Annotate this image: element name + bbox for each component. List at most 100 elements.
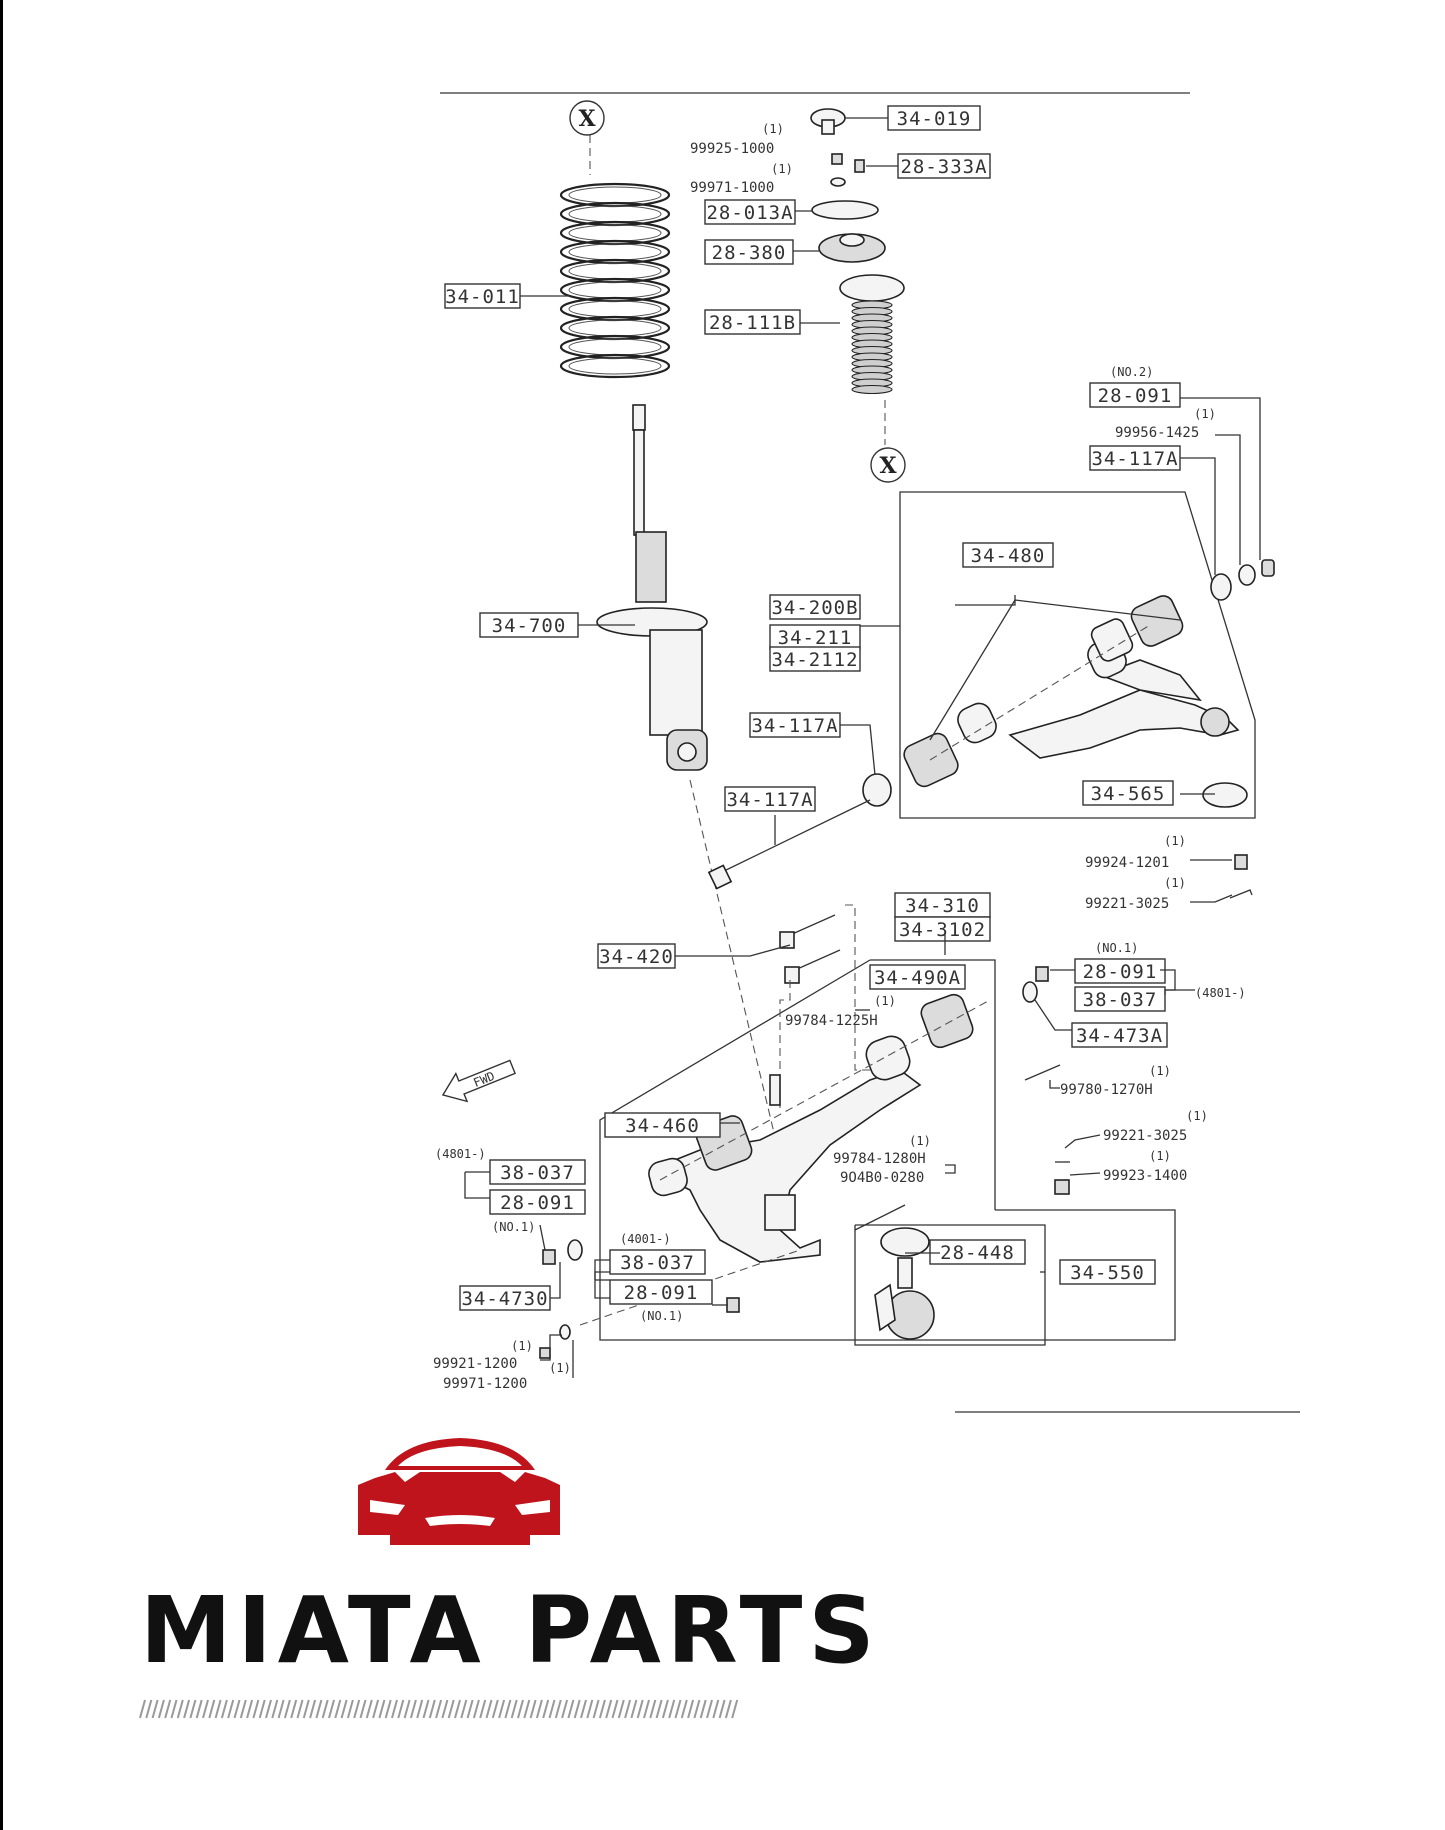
label-text: 28-091	[624, 1282, 699, 1304]
note-qty: (1)	[1149, 1064, 1171, 1078]
label-box	[887, 105, 981, 131]
hatch-stroke	[409, 1699, 417, 1719]
upper-arm-front-eye	[957, 702, 997, 744]
car-logo-icon	[358, 1438, 560, 1545]
hatch-stroke	[510, 1699, 518, 1719]
shock-threaded-stud	[632, 404, 646, 431]
label-text: 28-448	[940, 1242, 1015, 1264]
hatch-stroke	[391, 1699, 398, 1719]
lower-ball-joint	[874, 1227, 935, 1340]
label-box	[489, 1189, 586, 1215]
nut-28-091-center	[726, 1297, 740, 1313]
brand-underline-hatch	[139, 1699, 739, 1719]
label-box	[479, 612, 579, 638]
hatch-stroke	[441, 1699, 449, 1719]
hatch-stroke	[384, 1699, 392, 1719]
nut-99924	[1234, 854, 1248, 870]
hatch-stroke	[302, 1699, 310, 1719]
label-34-011: 34-011	[444, 283, 521, 309]
label-box	[1071, 1022, 1168, 1048]
label-34-117A_bolt: 34-117A	[724, 786, 816, 812]
label-box	[749, 712, 841, 738]
hatch-stroke	[170, 1699, 178, 1719]
note-qty: (1)	[549, 1361, 571, 1375]
hatch-stroke	[567, 1699, 575, 1719]
cotter-pin-99221-top	[1229, 889, 1253, 899]
note-99924-1201: 99924-1201	[1085, 855, 1169, 871]
note-qty: (1)	[1149, 1149, 1171, 1163]
hatch-stroke	[454, 1699, 461, 1719]
label-28-091_left: 28-091	[489, 1189, 586, 1215]
label-box	[1074, 958, 1166, 984]
hatch-stroke	[535, 1699, 543, 1719]
hatch-stroke	[611, 1699, 619, 1719]
washer-34-473A	[1022, 981, 1038, 1003]
hatch-stroke	[359, 1699, 367, 1719]
spring-coil-inner	[568, 186, 662, 204]
hatch-stroke	[220, 1699, 228, 1719]
label-34-019: 34-019	[887, 105, 981, 131]
hatch-stroke	[139, 1699, 146, 1719]
hatch-stroke	[378, 1699, 386, 1719]
label-34-420: 34-420	[597, 943, 676, 969]
label-28-091_no2: 28-091	[1089, 382, 1181, 408]
label-box	[704, 239, 794, 265]
part-notes: (1)99925-1000(1)99971-1000(NO.2)(1)99956…	[433, 122, 1246, 1392]
hatch-stroke	[687, 1699, 695, 1719]
bump-stop-top	[839, 274, 905, 302]
hatch-stroke	[529, 1699, 537, 1719]
label-box	[459, 1285, 551, 1311]
label-text: 28-380	[712, 242, 787, 264]
label-34-117A_mid: 34-117A	[749, 712, 841, 738]
hatch-stroke	[712, 1699, 720, 1719]
car-logo-windshield	[398, 1446, 522, 1466]
label-text: 34-460	[625, 1115, 700, 1137]
hatch-stroke	[724, 1699, 732, 1719]
hatch-stroke	[422, 1699, 430, 1719]
lower-arm-rear-eye	[865, 1035, 911, 1081]
label-text: 34-480	[971, 545, 1046, 567]
label-34-310: 34-310	[894, 892, 991, 918]
label-box	[769, 624, 861, 650]
hatch-stroke	[668, 1699, 676, 1719]
label-text: 34-490A	[874, 967, 961, 989]
label-34-700: 34-700	[479, 612, 579, 638]
hatch-stroke	[472, 1699, 480, 1719]
hatch-stroke	[195, 1699, 203, 1719]
shock-dust-boot	[635, 531, 667, 603]
bolt-99784-1225H	[769, 1074, 781, 1106]
nut-99921-1200	[539, 1347, 551, 1359]
spring-coil-inner	[568, 243, 662, 261]
note-99971-1000: 99971-1000	[690, 180, 774, 196]
hatch-stroke	[561, 1699, 569, 1719]
washer-34-117A-top	[1210, 573, 1232, 601]
hatch-stroke	[202, 1699, 209, 1719]
note-99923-1400: 99923-1400	[1103, 1168, 1187, 1184]
note-no1: (NO.1)	[492, 1220, 535, 1234]
hatch-stroke	[252, 1699, 260, 1719]
note-qty: (1)	[762, 122, 784, 136]
note-no1: (NO.1)	[1095, 941, 1138, 955]
label-text: 28-091	[1083, 961, 1158, 983]
bolt-path-line	[845, 904, 875, 1071]
spring-coil-inner	[568, 319, 662, 337]
shock-mount-line	[689, 779, 791, 1201]
note-99780-1270H: 99780-1270H	[1060, 1082, 1153, 1098]
hatch-stroke	[649, 1699, 657, 1719]
label-text: 34-2112	[771, 649, 858, 671]
hatch-stroke	[548, 1699, 556, 1719]
spring-coil-inner	[568, 224, 662, 242]
label-text: 34-3102	[899, 919, 986, 941]
note-99784-1225H: 99784-1225H	[785, 1013, 878, 1029]
shock-piston-rod	[633, 429, 645, 536]
hatch-stroke	[271, 1699, 279, 1719]
hatch-stroke	[277, 1699, 285, 1719]
hatch-stroke	[183, 1699, 191, 1719]
label-38-037_left: 38-037	[489, 1159, 586, 1185]
upper-arm-axis-line	[929, 624, 1151, 761]
label-box	[769, 646, 861, 672]
label-box	[869, 964, 966, 990]
hatch-stroke	[283, 1699, 291, 1719]
spring-coil-inner	[568, 262, 662, 280]
